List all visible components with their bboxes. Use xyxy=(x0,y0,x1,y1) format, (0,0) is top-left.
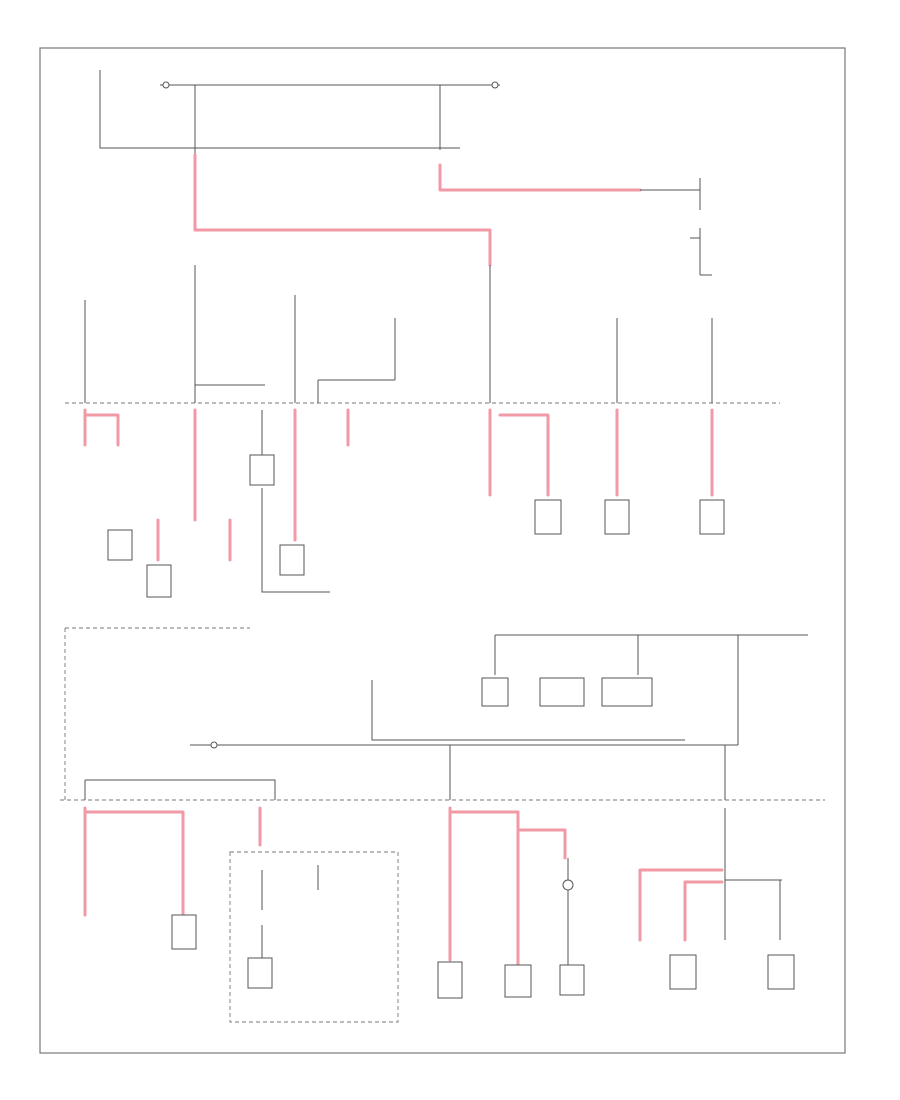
battery-feed-section xyxy=(99,70,500,155)
fuse-block-columns xyxy=(84,265,713,403)
upper-components xyxy=(107,410,725,598)
upper-load-circuits xyxy=(83,408,714,562)
middle-bus-section xyxy=(64,627,808,800)
lower-components xyxy=(171,858,795,999)
control-module-box xyxy=(229,851,399,1023)
splice-area-lower-right xyxy=(724,808,782,940)
lower-load-circuits xyxy=(83,806,724,967)
main-power-feeds xyxy=(193,153,642,267)
relay-area-upper-right xyxy=(640,178,712,276)
lower-fuse-columns xyxy=(84,745,726,800)
diagram-border xyxy=(39,47,846,1054)
